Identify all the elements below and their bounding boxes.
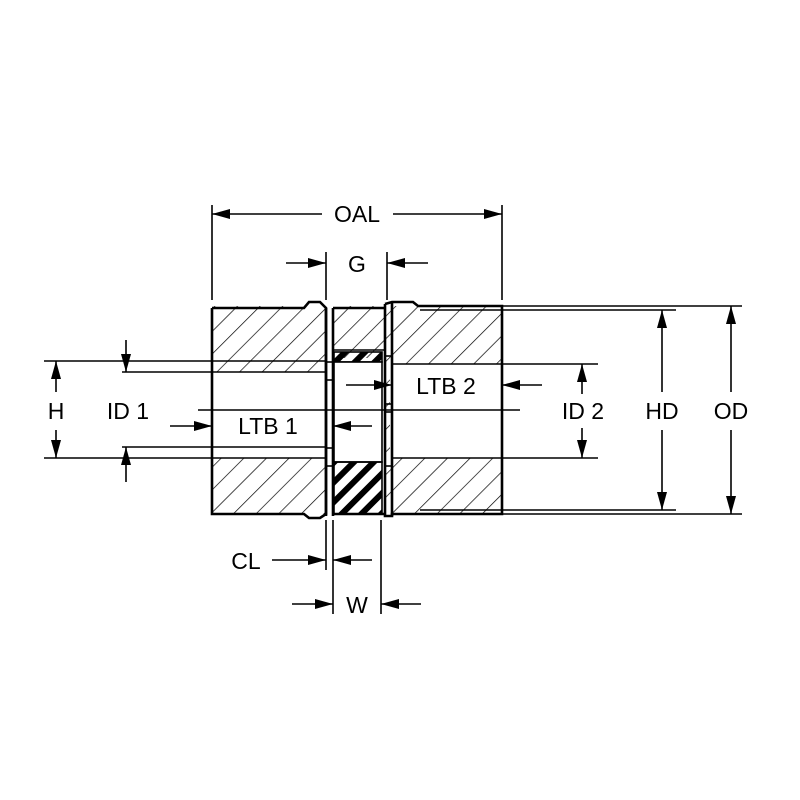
label-h: H [48, 398, 65, 424]
label-w: W [346, 592, 368, 618]
label-ltb1: LTB 1 [238, 413, 298, 439]
right-hub [383, 300, 504, 518]
label-id1: ID 1 [107, 398, 149, 424]
extension-lines [44, 205, 742, 614]
label-oal: OAL [334, 201, 380, 227]
label-od: OD [714, 398, 749, 424]
label-id2: ID 2 [562, 398, 604, 424]
label-ltb2: LTB 2 [416, 373, 476, 399]
label-cl: CL [231, 548, 261, 574]
spider-insert [333, 306, 385, 516]
dimension-labels: OAL G H ID 1 LTB 1 LTB 2 ID 2 HD OD CL W [48, 201, 749, 618]
label-hd: HD [645, 398, 678, 424]
center-gap [324, 308, 335, 516]
dimension-lines [51, 209, 736, 609]
label-g: G [348, 251, 366, 277]
